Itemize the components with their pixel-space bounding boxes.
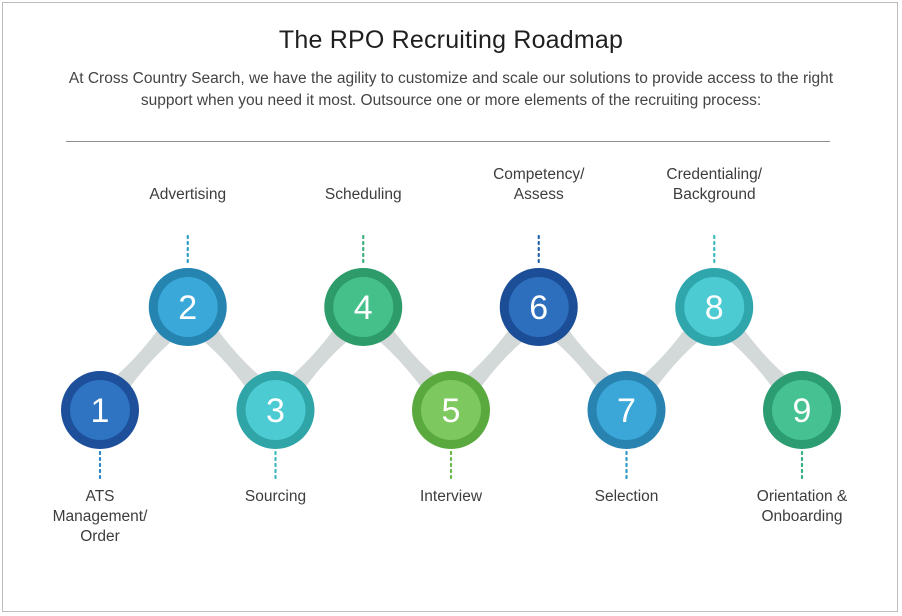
step-3-label: Sourcing: [244, 488, 307, 505]
step-6-number: 6: [529, 289, 548, 327]
step-4-number: 4: [354, 289, 373, 327]
step-6-inner-circle: [508, 277, 569, 337]
step-1-number: 1: [91, 392, 110, 430]
step-8-label: Credentialing/ Background: [666, 166, 763, 203]
step-4-inner-circle: [333, 277, 394, 337]
step-5-label: Interview: [419, 488, 483, 505]
step-2-inner-circle: [157, 277, 218, 337]
step-8-number: 8: [705, 289, 724, 327]
step-5-inner-circle: [421, 380, 481, 440]
step-9-inner-circle: [772, 380, 832, 440]
divider: [66, 141, 830, 142]
step-7-inner-circle: [596, 380, 657, 440]
step-2-label: Advertising: [149, 186, 227, 203]
step-3-number: 3: [266, 392, 285, 430]
step-5-number: 5: [442, 392, 461, 430]
step-3-inner-circle: [245, 380, 306, 440]
step-4-label: Scheduling: [324, 186, 402, 203]
step-9-number: 9: [793, 392, 812, 430]
intro-text: At Cross Country Search, we have the agi…: [68, 70, 834, 109]
step-6-label: Competency/ Assess: [493, 166, 585, 203]
step-2-number: 2: [178, 289, 197, 327]
step-9-label: Orientation & Onboarding: [756, 488, 848, 525]
step-1-label: ATS Management/ Order: [52, 488, 148, 545]
step-7-number: 7: [617, 392, 636, 430]
step-7-label: Selection: [594, 488, 659, 505]
step-8-inner-circle: [684, 277, 745, 337]
step-1-inner-circle: [70, 380, 130, 440]
page-title: The RPO Recruiting Roadmap: [278, 26, 624, 54]
